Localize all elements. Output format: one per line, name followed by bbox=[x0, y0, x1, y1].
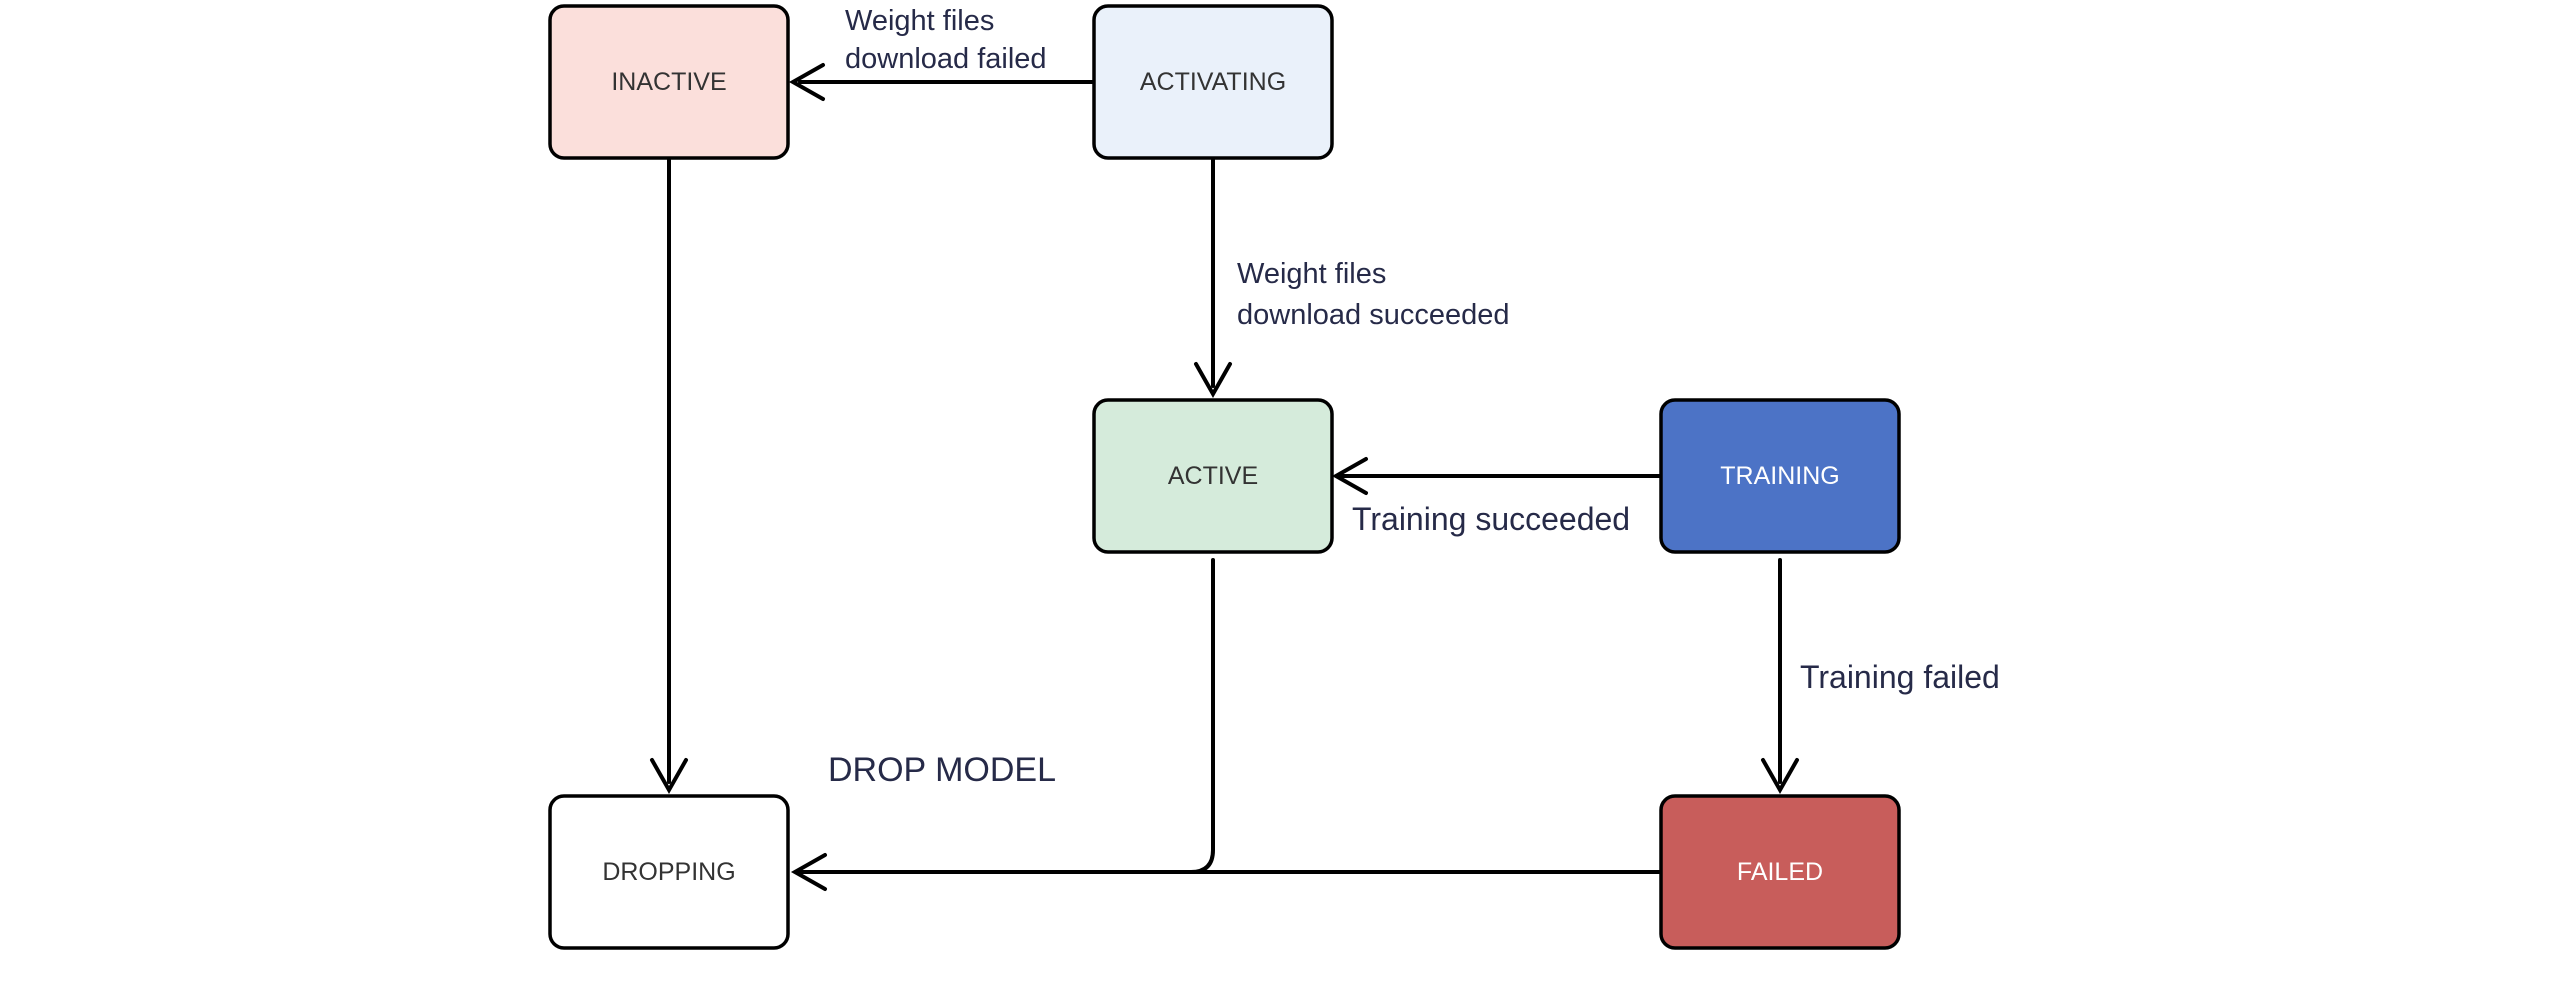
edge-label-training-failed: Training failed bbox=[1800, 659, 2000, 695]
node-activating-box bbox=[1092, 4, 1334, 160]
node-activating: ACTIVATING bbox=[1092, 4, 1334, 160]
edge-training-to-failed: Training failed bbox=[1761, 558, 2000, 795]
node-dropping-label: DROPPING bbox=[602, 858, 735, 886]
edge-inactive-to-dropping bbox=[650, 158, 688, 795]
edge-training-to-active: Training succeeded bbox=[1331, 457, 1663, 537]
node-training: TRAINING bbox=[1659, 398, 1901, 554]
node-dropping: DROPPING bbox=[548, 794, 790, 950]
edge-label-download-succeeded-line1: Weight files bbox=[1237, 258, 1386, 290]
node-failed-box bbox=[1659, 794, 1901, 950]
node-failed-label: FAILED bbox=[1737, 858, 1823, 886]
edge-label-training-succeeded: Training succeeded bbox=[1352, 501, 1630, 537]
arrow-left-icon bbox=[1331, 457, 1368, 495]
node-training-label: TRAINING bbox=[1720, 462, 1839, 490]
arrow-left-icon bbox=[788, 63, 825, 101]
node-active: ACTIVE bbox=[1092, 398, 1334, 554]
node-inactive: INACTIVE bbox=[548, 4, 790, 160]
node-active-label: ACTIVE bbox=[1168, 462, 1258, 490]
edge-active-to-dropping-line bbox=[1189, 558, 1215, 874]
edge-activating-to-inactive: Weight files download failed bbox=[788, 5, 1096, 101]
node-dropping-box bbox=[548, 794, 790, 950]
node-active-box bbox=[1092, 398, 1334, 554]
node-inactive-box bbox=[548, 4, 790, 160]
arrow-down-icon bbox=[1194, 362, 1232, 399]
edge-label-drop-model: DROP MODEL bbox=[828, 751, 1056, 789]
edge-activating-to-active: Weight files download succeeded bbox=[1194, 158, 1509, 399]
arrow-left-icon bbox=[790, 853, 827, 891]
edge-label-download-failed-line2: download failed bbox=[845, 43, 1047, 75]
edge-failed-to-dropping: DROP MODEL bbox=[790, 558, 1663, 891]
node-failed: FAILED bbox=[1659, 794, 1901, 950]
edge-label-download-succeeded-line2: download succeeded bbox=[1237, 299, 1509, 331]
node-training-box bbox=[1659, 398, 1901, 554]
node-inactive-label: INACTIVE bbox=[611, 68, 726, 96]
arrow-down-icon bbox=[1761, 758, 1799, 795]
edge-label-download-failed-line1: Weight files bbox=[845, 5, 994, 37]
arrow-down-icon bbox=[650, 758, 688, 795]
node-activating-label: ACTIVATING bbox=[1140, 68, 1286, 96]
